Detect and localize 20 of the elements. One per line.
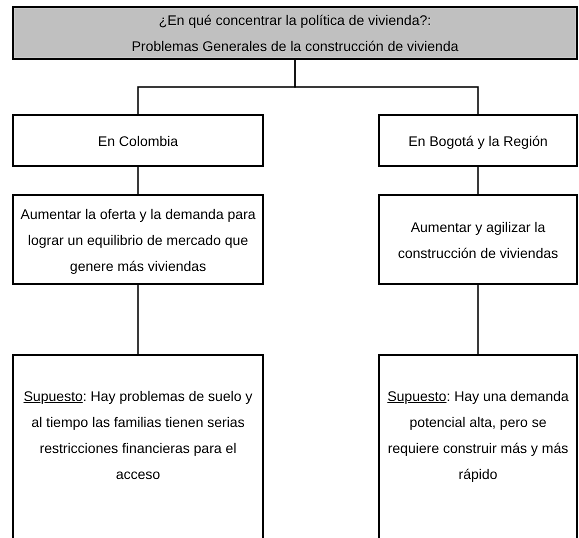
text-box	[12, 194, 264, 285]
text-box	[378, 194, 578, 285]
box-text: Supuesto: Hay una demanda potencial alta, pero se requiere construir más y más rápido	[386, 387, 570, 484]
connector-line	[477, 167, 479, 194]
header-box	[12, 6, 578, 60]
connector-line	[294, 60, 479, 114]
text-box	[12, 354, 264, 538]
box-text: En Colombia	[98, 132, 178, 150]
box-text: Supuesto: Hay problemas de suelo y al tiempo las familias tienen serias restricciones financieras para el acceso	[22, 387, 254, 484]
header-text: ¿En qué concentrar la política de vivienda?:	[158, 11, 432, 30]
connector-line	[137, 167, 139, 194]
header-text: Problemas Generales de la construcción de vivienda	[132, 37, 458, 56]
text-box	[378, 114, 578, 167]
box-text: Aumentar la oferta y la demanda para lograr un equilibrio de mercado que genere más viviendas	[19, 204, 257, 276]
connector-line	[137, 285, 139, 354]
box-text: Aumentar y agilizar la construcción de viviendas	[396, 218, 560, 262]
text-box	[12, 114, 264, 167]
text-box	[378, 354, 578, 538]
box-text: En Bogotá y la Región	[408, 132, 548, 151]
connector-line	[477, 285, 479, 354]
